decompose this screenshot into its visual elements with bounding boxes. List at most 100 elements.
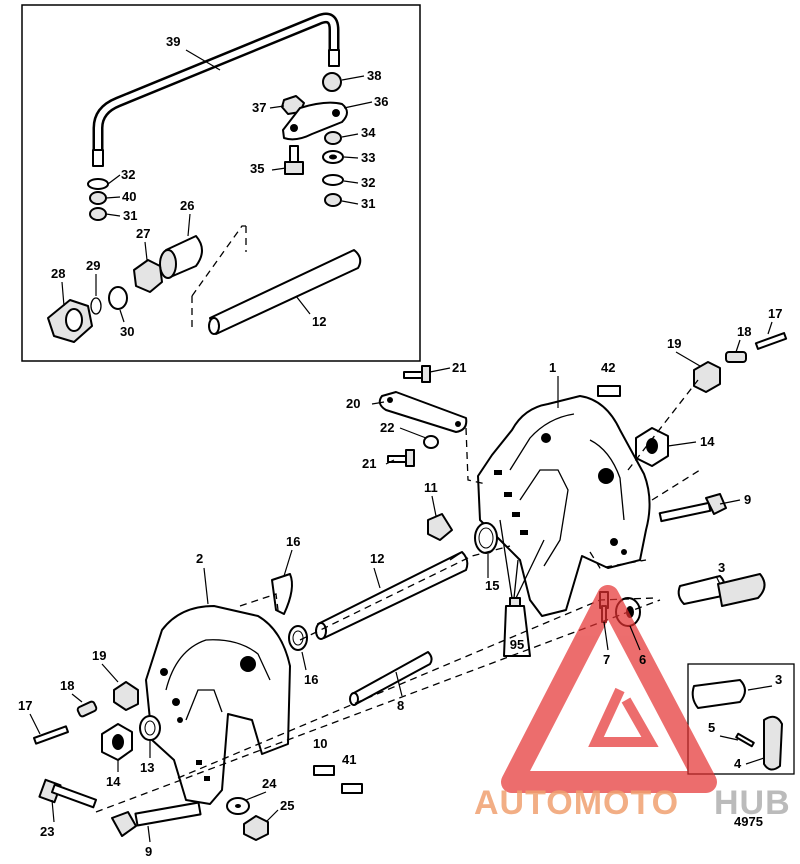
nut-27 xyxy=(133,259,163,293)
callout-39: 39 xyxy=(166,34,180,49)
callout-20: 20 xyxy=(346,396,360,411)
callout-42: 42 xyxy=(601,360,615,375)
callout-15: 15 xyxy=(485,578,499,593)
decal-41 xyxy=(341,783,363,794)
callout-28: 28 xyxy=(51,266,65,281)
lubricant-tube-95: 95 xyxy=(503,597,531,657)
bushing-34 xyxy=(324,131,342,145)
rod-8 xyxy=(349,651,433,706)
callout-33: 33 xyxy=(361,150,375,165)
nut-38 xyxy=(322,72,342,92)
callout-19-right: 19 xyxy=(667,336,681,351)
ring-16 xyxy=(288,625,308,651)
callout-36: 36 xyxy=(374,94,388,109)
bolt-35 xyxy=(284,145,304,175)
pin-17-right xyxy=(754,332,788,350)
leader-lines xyxy=(29,49,773,843)
bolt-21-bottom xyxy=(387,449,415,467)
callout-31-right: 31 xyxy=(361,196,375,211)
callout-25: 25 xyxy=(280,798,294,813)
washer-32-left xyxy=(87,178,109,190)
watermark-brand-part2: HUB xyxy=(714,784,791,822)
callout-41: 41 xyxy=(342,752,356,767)
spring-18-left xyxy=(76,700,98,718)
callout-13: 13 xyxy=(140,760,154,775)
callout-23: 23 xyxy=(40,824,54,839)
callout-5: 5 xyxy=(708,720,715,735)
steering-plate-36 xyxy=(282,101,348,141)
watermark-brand-part1: AUTOMOTO xyxy=(474,784,679,822)
callout-26: 26 xyxy=(180,198,194,213)
callout-24: 24 xyxy=(262,776,277,791)
washer-33 xyxy=(322,150,344,164)
callout-7: 7 xyxy=(603,652,610,667)
callout-12: 12 xyxy=(370,551,384,566)
tilt-lever-3-detail xyxy=(691,679,746,709)
callout-22: 22 xyxy=(380,420,394,435)
callout-1: 1 xyxy=(549,360,556,375)
callout-31-left: 31 xyxy=(123,208,137,223)
lever-arm-4 xyxy=(763,715,783,771)
callout-9-right: 9 xyxy=(744,492,751,507)
plate-16 xyxy=(271,573,293,615)
callout-21-top: 21 xyxy=(452,360,466,375)
bushing-19-left xyxy=(113,681,139,711)
bushing-14-left xyxy=(101,723,133,761)
washer-24 xyxy=(226,797,250,815)
callout-17-left: 17 xyxy=(18,698,32,713)
ring-13 xyxy=(139,715,161,741)
callout-32-right: 32 xyxy=(361,175,375,190)
callout-29: 29 xyxy=(86,258,100,273)
nut-31-right xyxy=(324,193,342,207)
spring-18-right xyxy=(725,351,747,363)
bolt-23 xyxy=(38,778,98,809)
decal-10 xyxy=(313,765,335,776)
watermark-logo xyxy=(501,585,717,793)
washer-32-right xyxy=(322,174,344,186)
diagram-number: 4975 xyxy=(734,814,763,829)
tilt-tube-12-inset xyxy=(208,249,362,335)
nut-28 xyxy=(47,299,93,343)
washer-30 xyxy=(108,286,128,310)
callout-21-bottom: 21 xyxy=(362,456,376,471)
tilt-lever-3 xyxy=(677,573,766,607)
callout-30: 30 xyxy=(120,324,134,339)
callout-40: 40 xyxy=(122,189,136,204)
watermark-text: AUTOMOTO HUB xyxy=(474,784,791,822)
sleeve-26 xyxy=(159,235,203,279)
callout-9-left: 9 xyxy=(145,844,152,859)
callout-38: 38 xyxy=(367,68,381,83)
nut-31-left xyxy=(89,207,107,221)
clamp-bracket-2 xyxy=(145,605,291,805)
callout-14-left: 14 xyxy=(106,774,121,789)
pin-5 xyxy=(735,732,755,748)
callout-2: 2 xyxy=(196,551,203,566)
washer-22 xyxy=(423,435,439,449)
callout-11: 11 xyxy=(424,480,438,495)
callout-19-left: 19 xyxy=(92,648,106,663)
bushing-14-right xyxy=(635,427,669,467)
callout-3: 3 xyxy=(718,560,725,575)
callout-18-left: 18 xyxy=(60,678,74,693)
callout-35: 35 xyxy=(250,161,264,176)
callout-8: 8 xyxy=(397,698,404,713)
callout-17-right: 17 xyxy=(768,306,782,321)
callout-4: 4 xyxy=(734,756,742,771)
pin-17-left xyxy=(32,725,70,745)
callout-10: 10 xyxy=(313,736,327,751)
callout-34: 34 xyxy=(361,125,376,140)
bolt-21-top xyxy=(403,365,431,383)
bushing-19-right xyxy=(693,361,721,393)
lever-detail-inset-frame xyxy=(687,663,795,775)
steering-link-rod xyxy=(92,12,340,167)
link-bar-20 xyxy=(378,391,468,433)
callout-6: 6 xyxy=(639,652,646,667)
bolt-9-left xyxy=(111,801,202,837)
bushing-40 xyxy=(89,191,107,205)
decal-42 xyxy=(597,385,621,397)
callout-37: 37 xyxy=(252,100,266,115)
block-11 xyxy=(427,513,453,541)
lubricant-code: 95 xyxy=(510,637,524,652)
callout-32-left: 32 xyxy=(121,167,135,182)
